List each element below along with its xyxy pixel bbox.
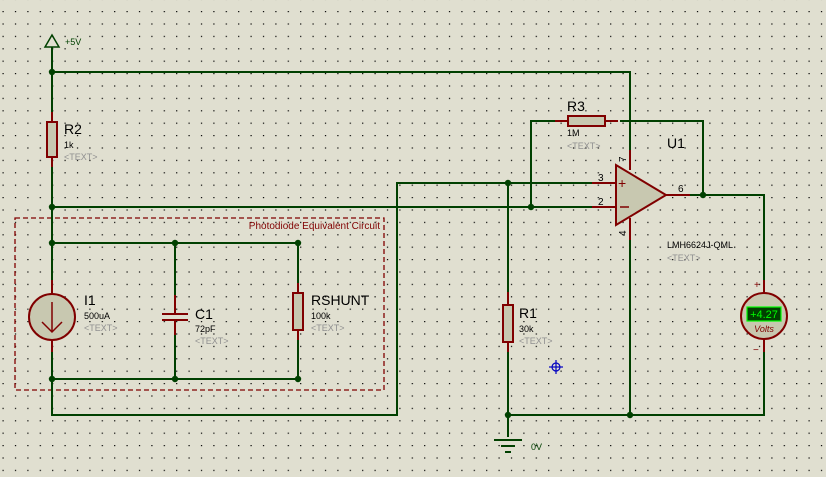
component-u1-opamp[interactable]: + 7 3 2 6 4 U1 LMH6624J-QML <TEXT>: [592, 135, 733, 263]
junction-dot: [527, 203, 535, 211]
r3-refdes: R3: [567, 98, 585, 114]
r3-text: <TEXT>: [567, 141, 601, 151]
r2-text: <TEXT>: [64, 152, 98, 162]
opamp-icon: [615, 163, 668, 227]
c1-text: <TEXT>: [195, 336, 229, 346]
i1-text: <TEXT>: [84, 323, 118, 333]
subcircuit-label: Photodiode Equivalent Circuit: [249, 221, 380, 232]
wire-output-to-voltmeter[interactable]: [690, 194, 765, 283]
plus-sign-icon: +: [618, 175, 626, 191]
voltmeter-minus-label: −: [753, 345, 759, 356]
wire-r3-right[interactable]: [620, 120, 704, 195]
origin-marker: [549, 360, 563, 374]
junction-dot: [294, 239, 302, 247]
power-terminal-5v[interactable]: +5V: [43, 33, 81, 48]
voltmeter-reading: +4.27: [750, 309, 778, 321]
junction-dot: [504, 179, 512, 187]
rshunt-value: 100k: [311, 311, 331, 321]
u1-value: LMH6624J-QML: [667, 240, 733, 250]
photodiode-subcircuit-box[interactable]: Photodiode Equivalent Circuit: [14, 217, 385, 391]
resistor-icon: [502, 304, 514, 343]
junction-dot: [48, 68, 56, 76]
r3-value: 1M: [567, 128, 580, 138]
u1-pin7-label: 7: [618, 156, 629, 162]
junctions: [48, 68, 707, 419]
c1-refdes: C1: [195, 306, 213, 322]
arrow-down-icon: [41, 321, 63, 334]
power-label: +5V: [65, 37, 81, 47]
voltmeter-unit: Volts: [754, 324, 774, 334]
i1-value: 500uA: [84, 311, 110, 321]
resistor-icon: [567, 115, 606, 127]
junction-dot: [171, 375, 179, 383]
junction-dot: [699, 191, 707, 199]
rshunt-refdes: RSHUNT: [311, 292, 370, 308]
r1-refdes: R1: [519, 305, 537, 321]
u1-pin2-label: 2: [598, 197, 604, 208]
ground-terminal[interactable]: 0V: [494, 439, 542, 453]
r1-value: 30k: [519, 324, 534, 334]
subcircuit-border: [14, 217, 385, 391]
wire-ground-bus[interactable]: [508, 340, 765, 416]
rshunt-text: <TEXT>: [311, 323, 345, 333]
i1-refdes: I1: [84, 292, 96, 308]
component-i1[interactable]: I1 500uA <TEXT>: [28, 280, 118, 352]
component-r2[interactable]: R2 1k <TEXT>: [46, 112, 98, 167]
junction-dot: [504, 411, 512, 419]
component-c1[interactable]: C1 72pF <TEXT>: [162, 295, 229, 346]
component-r3[interactable]: R3 1M <TEXT>: [555, 98, 618, 151]
u1-pin6-label: 6: [678, 184, 684, 195]
r1-text: <TEXT>: [519, 336, 553, 346]
power-terminal-icon: [43, 33, 61, 48]
voltmeter-display: [746, 306, 782, 322]
junction-dot: [48, 239, 56, 247]
resistor-icon: [292, 292, 304, 331]
u1-text: <TEXT>: [667, 253, 701, 263]
voltmeter-plus-label: +: [754, 280, 760, 291]
component-rshunt[interactable]: RSHUNT 100k <TEXT>: [292, 283, 370, 340]
junction-dot: [294, 375, 302, 383]
voltmeter[interactable]: +4.27 Volts + −: [740, 280, 788, 356]
r2-refdes: R2: [64, 121, 82, 137]
u1-pin3-label: 3: [598, 173, 604, 184]
u1-refdes: U1: [667, 135, 685, 151]
resistor-icon: [46, 121, 58, 158]
r2-value: 1k: [64, 140, 74, 150]
c1-value: 72pF: [195, 324, 216, 334]
wire-power-to-u1-pin7[interactable]: [52, 71, 631, 150]
junction-dot: [171, 239, 179, 247]
wire-r3-left[interactable]: [530, 120, 555, 207]
junction-dot: [48, 375, 56, 383]
u1-pin4-label: 4: [618, 230, 629, 236]
junction-dot: [626, 411, 634, 419]
wire-noninverting-input[interactable]: [51, 182, 600, 416]
component-r1[interactable]: R1 30k <TEXT>: [502, 292, 553, 352]
junction-dot: [48, 203, 56, 211]
ground-label: 0V: [531, 442, 542, 452]
